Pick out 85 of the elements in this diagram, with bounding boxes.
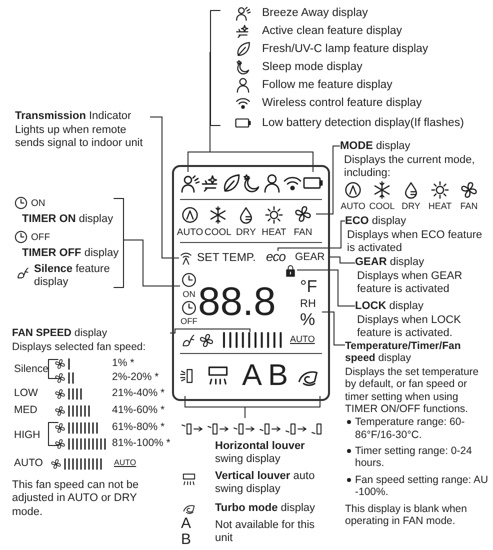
percent-range: 81%-100% * [112,437,170,450]
callout-heading: LOCK display [355,300,424,314]
eco-label: eco [266,249,286,265]
callout-heading: Silence feature display [34,263,110,290]
callout-heading: TIMER ON display [22,213,114,226]
description-text: Follow me feature display [262,78,392,92]
description-text: Displays when LOCK feature is activated. [357,314,462,341]
lock-icon [284,263,297,278]
leader-line [328,256,356,264]
description-text: Breeze Away display [262,6,368,20]
description-text: Not available for this unit [215,519,315,546]
description-text: Displays the current mode, including: [344,154,476,181]
lcd-label: GEAR [295,251,325,264]
lcd-label: AUTO [176,227,204,239]
leader-line [170,328,250,334]
callout-heading: ECO display [345,215,406,228]
segment-letter: B [181,532,192,547]
mode-label: FAN [294,227,312,239]
note-text: This fan speed can not be adjusted in AUTO or DRY mode. [12,479,140,520]
transmission-icon [179,250,193,266]
description-text: Displays when GEAR feature is activated [357,270,464,297]
indicator-label: ON [31,198,46,210]
description-text: Sleep mode display [262,60,362,74]
unit-label: RH [300,299,316,310]
leader-line [322,312,346,346]
description-text: This display is blank when operating in FAN mode. [345,502,468,528]
callout-heading: MODE display [340,140,410,154]
description-text: Displays the set temperature by default, or fan speed or timer setting when using TIMER ON/OFF functions. [345,366,480,416]
callout-heading: TIMER OFF display [22,247,119,260]
speed-level-label: AUTO [14,457,43,470]
description-text: Horizontal louver swing display [215,440,306,467]
percent-range: 61%-80% * [112,421,165,434]
description-text: Turbo mode display [215,502,316,516]
percent-range: 21%-40% * [112,387,165,400]
fan-speed-bars-icon [222,332,284,348]
speed-level-label: HIGH [14,429,40,442]
mode-label: COOL [369,201,395,212]
indicator-label: OFF [31,232,50,244]
lcd-label: SET TEMP. [197,251,256,266]
percent-range: 1% * [112,357,134,370]
segment-letter: B [268,361,288,391]
segment-letter: A [181,516,192,531]
leader-line [188,52,314,172]
description-text: Lights up when remote sends signal to indoor unit [15,124,144,151]
description-text: Wireless control feature display [262,96,422,110]
auto-indicator-label: AUTO [114,458,136,468]
leader-line [150,116,180,258]
mode-label: AUTO [340,201,366,212]
description-text: Displays selected fan speed: [12,341,146,354]
description-text: Vertical louver auto swing display [215,470,316,497]
description-text: Low battery detection display(If flashes) [262,116,464,130]
percent-range: 41%-60% * [112,404,165,417]
leader-line [184,396,320,418]
mode-label: FAN [460,201,478,212]
lcd-label: AUTO [290,334,315,345]
speed-level-label: Silence [14,363,48,376]
lcd-label: ON [182,289,196,300]
leader-line [316,146,340,214]
status-icons-drawing [180,172,322,194]
leader-line [124,240,180,286]
description-text: Temperature range: 60-86°F/16-30°C. [355,416,466,441]
callout-heading: Temperature/Timer/Fan speed display [345,340,462,365]
callout-heading: Transmission Indicator [15,110,132,124]
callout-heading: FAN SPEED display [12,327,108,340]
description-text: Timer setting range: 0-24 hours. [355,445,473,470]
lcd-label: DRY [236,227,256,239]
leader-line [278,220,346,252]
leader-line [296,270,356,306]
description-text: Active clean feature display [262,24,402,38]
lcd-label: OFF [180,316,198,326]
callout-heading: GEAR display [355,256,424,270]
lcd-display-panel [172,165,330,401]
speed-level-label: LOW [14,387,38,400]
unit-label: % [300,311,316,328]
lcd-label: HEAT [262,227,286,239]
segment-letter: A [242,361,262,391]
unit-label: °F [300,278,318,295]
description-text: Fresh/UV-C lamp feature display [262,42,428,56]
mode-label: DRY [402,201,420,212]
percent-range: 2%-20% * [112,371,159,384]
digit-readout: 88.8 [198,282,276,322]
lcd-label: COOL [204,227,232,239]
description-text: Fan speed setting range: AU -100%. [355,474,490,498]
mode-label: HEAT [428,201,452,212]
speed-level-label: MED [14,404,38,417]
